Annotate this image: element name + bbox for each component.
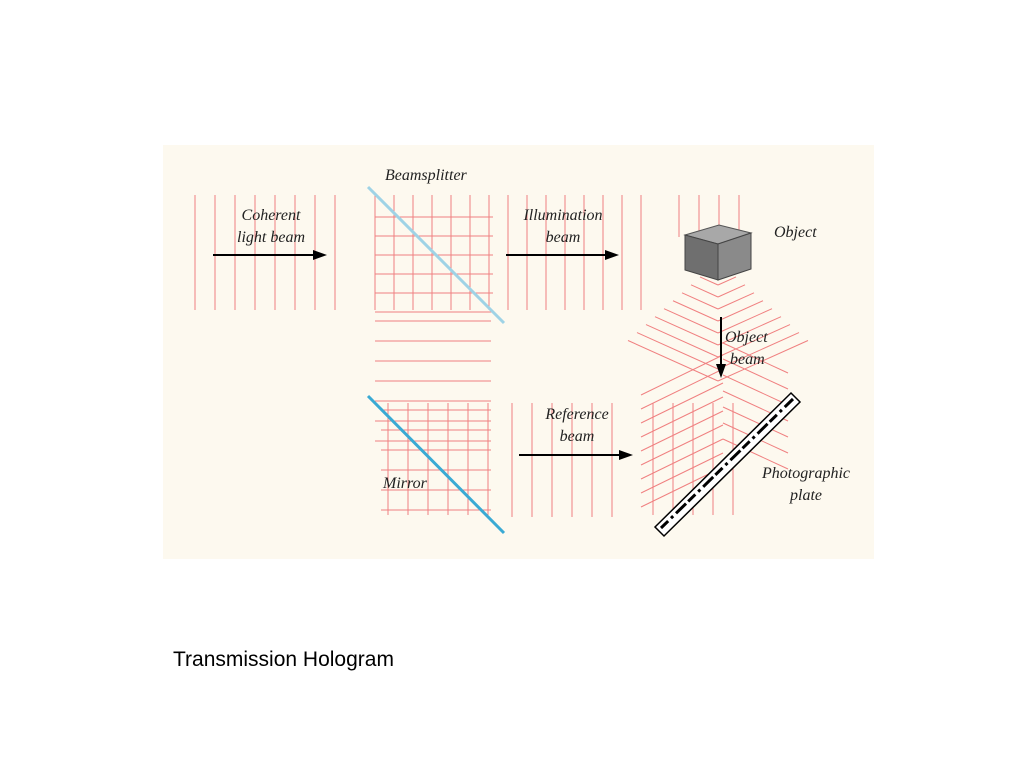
label-beamsplitter: Beamsplitter — [385, 167, 468, 184]
cube-side — [717, 232, 752, 281]
slide-caption: Transmission Hologram — [173, 648, 394, 671]
label-plate-2: plate — [789, 487, 822, 504]
wavefront-plate-d — [640, 396, 724, 438]
wavefront-plate-d — [640, 438, 724, 480]
label-reference-2: beam — [560, 428, 595, 445]
diagram-canvas: Coherent light beam Beamsplitter Illumin… — [163, 145, 874, 559]
label-illumination-2: beam — [546, 229, 581, 246]
wavefront-plate-d — [640, 410, 724, 452]
label-plate-1: Photographic — [761, 465, 850, 482]
label-coherent-2: light beam — [237, 229, 305, 246]
photographic-plate — [653, 391, 802, 538]
wavefront-object-beam — [717, 308, 773, 334]
wavefront-object-beam — [690, 284, 719, 298]
wavefront-object-beam — [681, 292, 719, 310]
wavefront-plate-d2 — [722, 374, 789, 406]
label-object: Object — [774, 224, 817, 241]
wavefront-plate-d — [640, 424, 724, 466]
wavefront-plate-d2 — [722, 342, 789, 374]
wavefront-plate-d — [640, 354, 724, 396]
wavefront-object-beam — [717, 340, 809, 382]
wavefront-plate-d — [640, 452, 724, 494]
wavefront-object-beam — [717, 276, 737, 286]
label-reference-1: Reference — [544, 406, 608, 423]
arrow-object-beam-head — [716, 364, 726, 378]
wavefront-object-beam — [717, 292, 755, 310]
label-coherent-1: Coherent — [242, 207, 302, 224]
wavefront-object-beam — [717, 300, 764, 322]
object-cube — [683, 224, 753, 281]
wavefront-object-beam — [717, 316, 782, 346]
plate-emulsion — [659, 397, 795, 530]
label-mirror: Mirror — [382, 475, 428, 492]
label-object-beam-1: Object — [725, 329, 768, 346]
wavefront-object-beam — [717, 324, 791, 358]
wavefront-plate-d2 — [722, 358, 789, 390]
arrows — [213, 250, 726, 460]
wavefront-object-beam — [672, 300, 719, 322]
label-illumination-1: Illumination — [522, 207, 602, 224]
wavefront-object-beam — [699, 276, 719, 286]
wavefront-plate-d — [640, 368, 724, 410]
arrow-coherent-head — [313, 250, 327, 260]
wavefront-plate-d — [640, 382, 724, 424]
label-object-beam-2: beam — [730, 351, 765, 368]
wavefront-object-beam — [645, 324, 719, 358]
hologram-diagram: Coherent light beam Beamsplitter Illumin… — [163, 145, 874, 559]
wavefront-plate-d2 — [722, 438, 789, 470]
arrow-reference-head — [619, 450, 633, 460]
wavefront-object-beam — [717, 284, 746, 298]
wavefront-plate-d2 — [722, 406, 789, 438]
wavefront-object-beam — [636, 332, 719, 370]
wavefront-object-beam — [627, 340, 719, 382]
wavefront-object-beam — [663, 308, 719, 334]
arrow-illumination-head — [605, 250, 619, 260]
mirror — [366, 394, 506, 535]
beamsplitter — [366, 185, 506, 325]
wavefront-object-beam — [654, 316, 719, 346]
